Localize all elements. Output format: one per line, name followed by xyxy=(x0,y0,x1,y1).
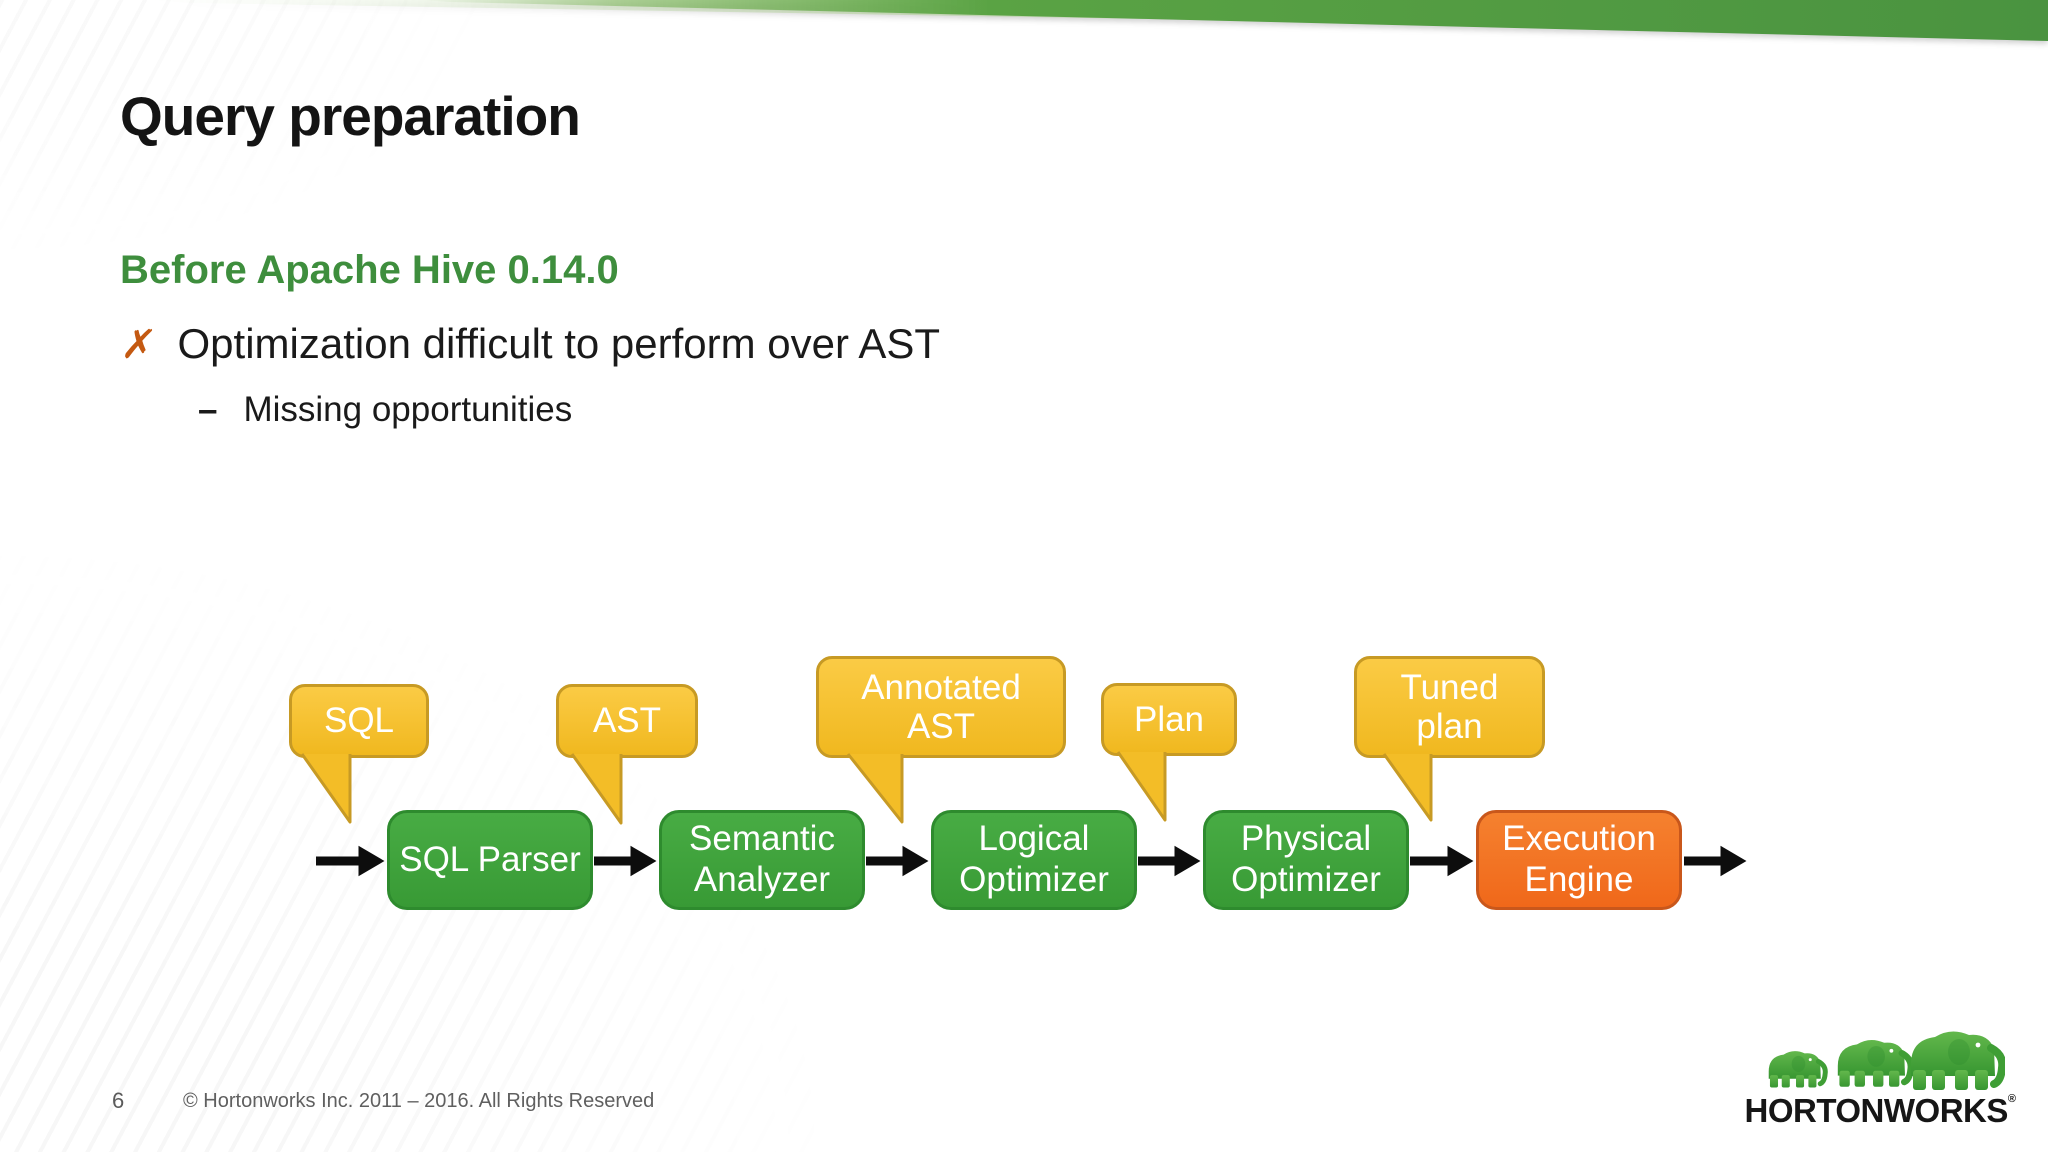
stage-semantic-analyzer: Semantic Analyzer xyxy=(659,810,865,910)
stage-physical-optimizer: Physical Optimizer xyxy=(1203,810,1409,910)
hortonworks-logo: HORTONWORKS® xyxy=(1735,1026,2025,1127)
dash-bullet-icon: – xyxy=(198,390,218,429)
subtitle: Before Apache Hive 0.14.0 xyxy=(120,248,619,292)
registered-mark: ® xyxy=(2007,1093,2016,1105)
page-title: Query preparation xyxy=(120,85,581,147)
elephants-icon xyxy=(1755,1026,2005,1092)
stage-logical-optimizer: Logical Optimizer xyxy=(931,810,1137,910)
stage-sql-parser: SQL Parser xyxy=(387,810,593,910)
callout-ast: AST xyxy=(556,684,698,758)
banner-main-wedge xyxy=(420,0,2048,41)
callout-annotated-ast: Annotated AST xyxy=(816,656,1066,758)
brand-text: HORTONWORKS xyxy=(1744,1092,2009,1129)
page-number: 6 xyxy=(112,1088,125,1113)
stage-execution-engine: Execution Engine xyxy=(1476,810,1682,910)
bullet-level2-text: Missing opportunities xyxy=(243,390,573,429)
callout-sql-tail xyxy=(300,753,352,824)
bullet-level1-text: Optimization difficult to perform over A… xyxy=(177,320,941,367)
bullet-level2: –Missing opportunities xyxy=(198,390,572,430)
copyright-text: © Hortonworks Inc. 2011 – 2016. All Righ… xyxy=(183,1090,655,1112)
callout-plan: Plan xyxy=(1101,683,1237,756)
callout-annotated-ast-tail xyxy=(846,753,904,824)
brand-wordmark: HORTONWORKS® xyxy=(1735,1092,2025,1129)
bullet-level1: ✗Optimization difficult to perform over … xyxy=(119,320,941,368)
callout-sql: SQL xyxy=(289,684,429,758)
callout-tuned-plan: Tuned plan xyxy=(1354,656,1545,758)
callout-plan-tail xyxy=(1116,751,1167,822)
header-banner xyxy=(150,0,2048,41)
